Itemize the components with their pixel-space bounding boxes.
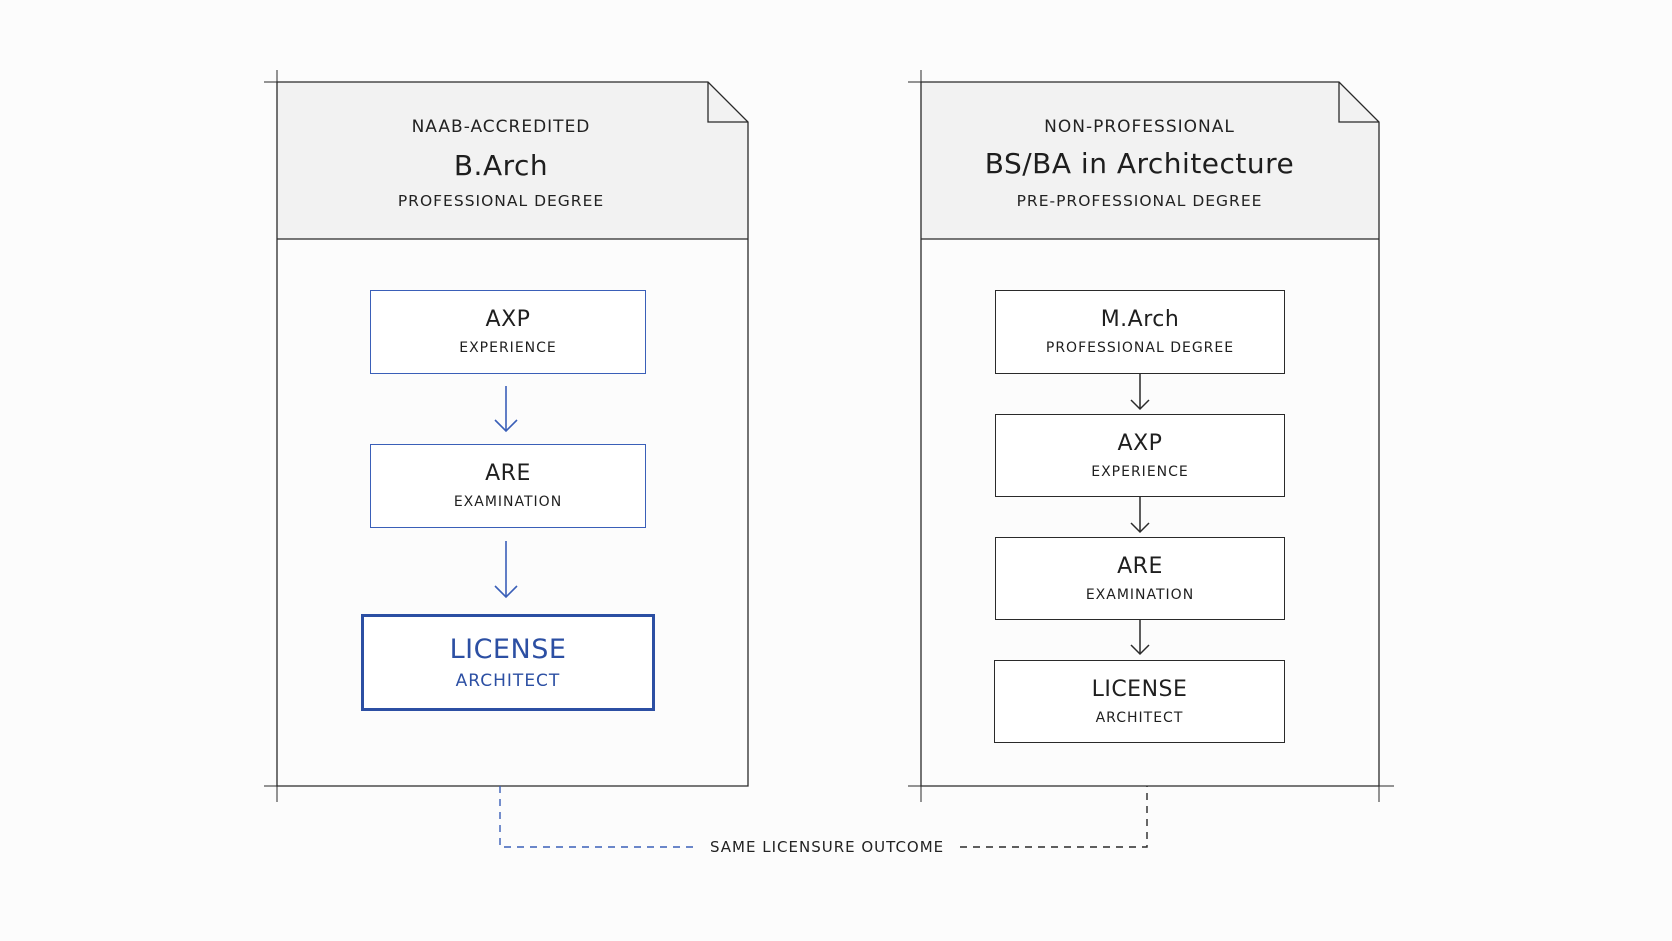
right-step-are: ARE EXAMINATION: [995, 537, 1285, 620]
right-document: [908, 70, 1394, 802]
right-step-license-title: LICENSE: [1091, 676, 1188, 702]
left-step-license: LICENSE ARCHITECT: [361, 614, 655, 711]
right-step-axp-sub: EXPERIENCE: [1091, 463, 1189, 480]
right-header-fill: [921, 82, 1379, 239]
left-dogear: [707, 82, 748, 123]
left-arrow-2: [494, 541, 518, 599]
right-document-outline: [920, 81, 1380, 787]
right-arrow-3: [1130, 619, 1150, 656]
left-header-fill: [277, 82, 748, 239]
outcome-label: SAME LICENSURE OUTCOME: [696, 838, 959, 856]
right-step-are-title: ARE: [1117, 553, 1163, 579]
left-step-are-sub: EXAMINATION: [453, 494, 563, 510]
right-card-kicker: NON-PROFESSIONAL: [1044, 117, 1235, 137]
right-step-axp: AXP EXPERIENCE: [995, 414, 1285, 497]
right-dogear: [1338, 82, 1379, 123]
left-step-license-sub: ARCHITECT: [455, 670, 561, 691]
left-card-title: B.Arch: [453, 149, 549, 182]
right-arrow-1: [1130, 374, 1150, 411]
left-arrow-1: [494, 386, 518, 433]
left-step-license-title: LICENSE: [449, 633, 567, 665]
outcome-connector-left: [499, 786, 700, 848]
right-step-axp-title: AXP: [1117, 430, 1163, 456]
right-step-march-title: M.Arch: [1100, 307, 1180, 332]
right-card-subtitle: PRE-PROFESSIONAL DEGREE: [1016, 192, 1263, 210]
right-step-march-sub: PROFESSIONAL DEGREE: [1045, 340, 1235, 356]
left-document: [264, 70, 749, 802]
left-step-axp-sub: EXPERIENCE: [459, 340, 557, 356]
right-step-license: LICENSE ARCHITECT: [994, 660, 1285, 743]
left-card-subtitle: PROFESSIONAL DEGREE: [397, 192, 605, 210]
right-card-title: BS/BA in Architecture: [984, 147, 1295, 180]
right-step-are-sub: EXAMINATION: [1085, 586, 1195, 603]
left-step-axp: AXP EXPERIENCE: [370, 290, 646, 374]
left-step-are: ARE EXAMINATION: [370, 444, 646, 528]
right-step-march: M.Arch PROFESSIONAL DEGREE: [995, 290, 1285, 374]
right-step-license-sub: ARCHITECT: [1095, 709, 1184, 726]
right-arrow-2: [1130, 497, 1150, 534]
left-card-kicker: NAAB-ACCREDITED: [411, 117, 591, 137]
outcome-connector: [499, 786, 1148, 848]
left-step-axp-title: AXP: [485, 307, 531, 332]
left-step-are-title: ARE: [485, 461, 531, 486]
left-document-outline: [276, 81, 749, 787]
outcome-connector-right: [960, 786, 1148, 848]
